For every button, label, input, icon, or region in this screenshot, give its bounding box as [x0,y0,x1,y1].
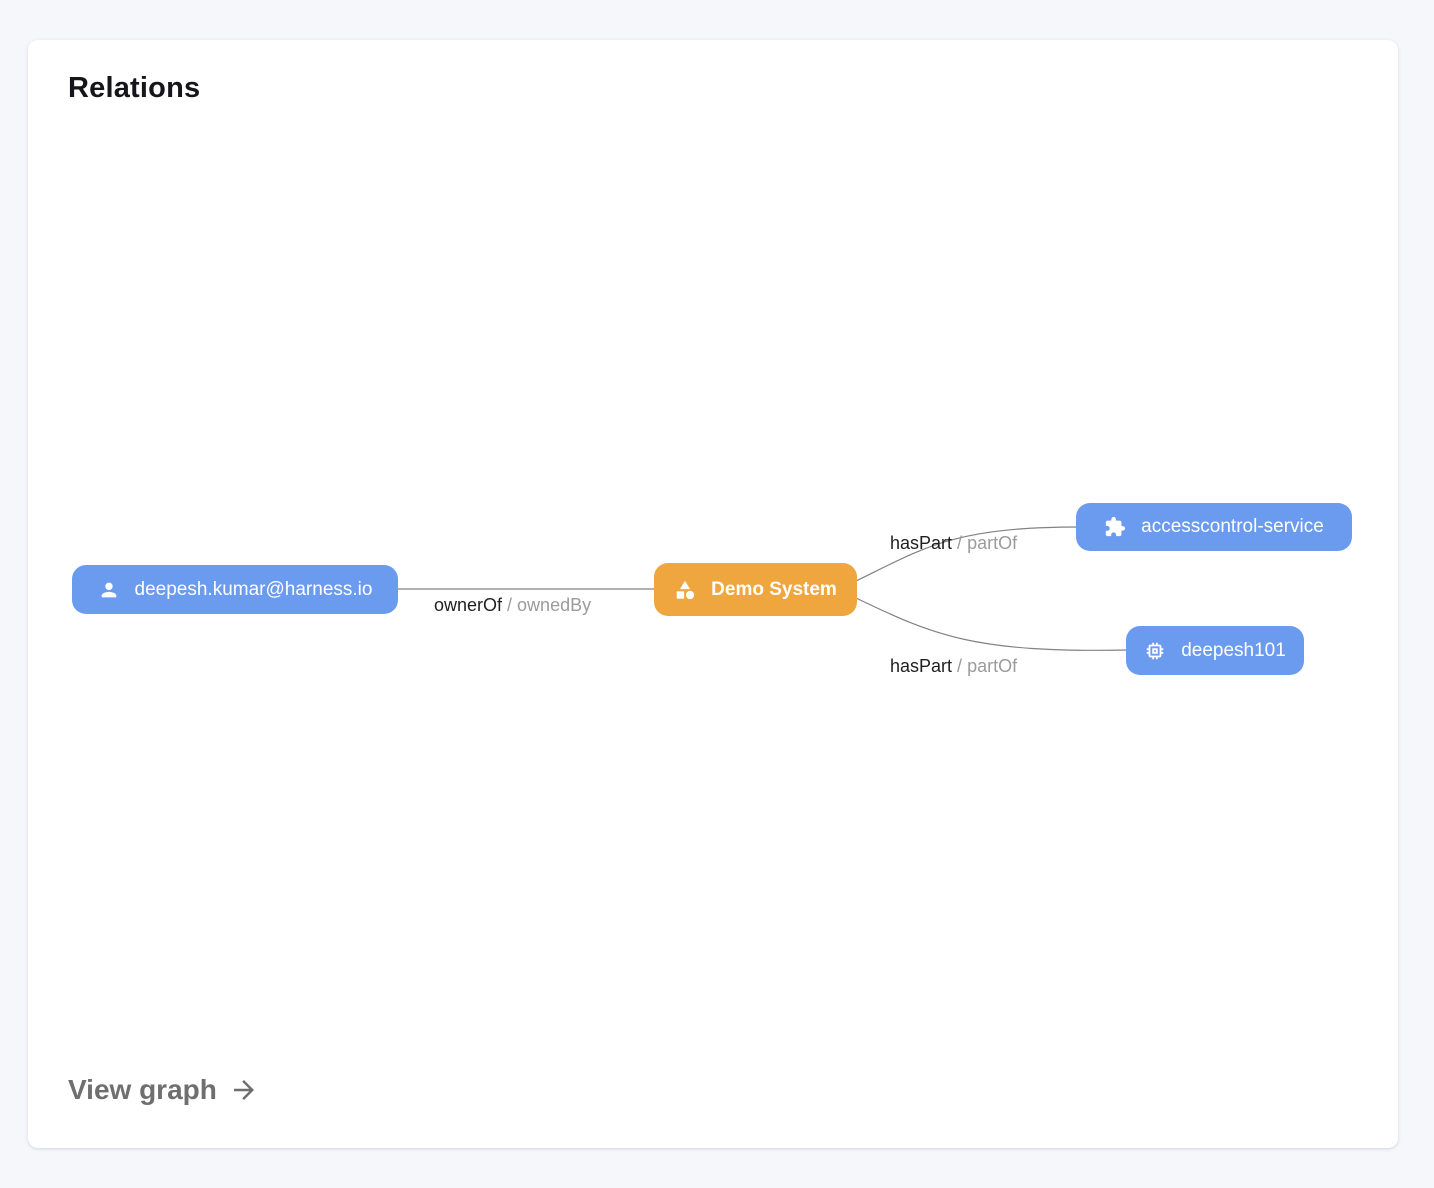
card-title: Relations [68,72,201,104]
edge-label-separator: / [957,533,963,553]
view-graph-link[interactable]: View graph [68,1074,259,1106]
node-label: deepesh.kumar@harness.io [134,578,373,600]
extension-icon [1105,516,1126,537]
node-label: accesscontrol-service [1141,516,1324,537]
edge-label-forward: hasPart [890,656,953,676]
node-component-accesscontrol[interactable]: accesscontrol-service [1076,503,1352,551]
node-user-deepesh[interactable]: deepesh.kumar@harness.io [72,565,398,614]
edge-label-forward: ownerOf [434,595,503,615]
node-api-deepesh101[interactable]: deepesh101 [1126,626,1304,675]
node-label: Demo System [711,578,837,600]
arrow-right-icon [233,1080,254,1100]
user-icon [101,582,116,597]
category-icon [676,580,695,599]
edge-label-reverse: partOf [967,656,1018,676]
edge-label-ownerof: ownerOf/ownedBy [434,595,591,616]
memory-icon [1146,642,1164,659]
edge-label-separator: / [957,656,963,676]
edge-label-forward: hasPart [890,533,953,553]
edge-label-reverse: ownedBy [517,595,592,615]
edge-label-haspart-bottom: hasPart/partOf [890,656,1017,677]
edge-label-separator: / [507,595,513,615]
node-label: deepesh101 [1181,639,1286,661]
edge-label-reverse: partOf [967,533,1018,553]
view-graph-label: View graph [68,1074,217,1105]
node-system-demo[interactable]: Demo System [654,563,857,616]
edge-label-haspart-top: hasPart/partOf [890,533,1017,554]
